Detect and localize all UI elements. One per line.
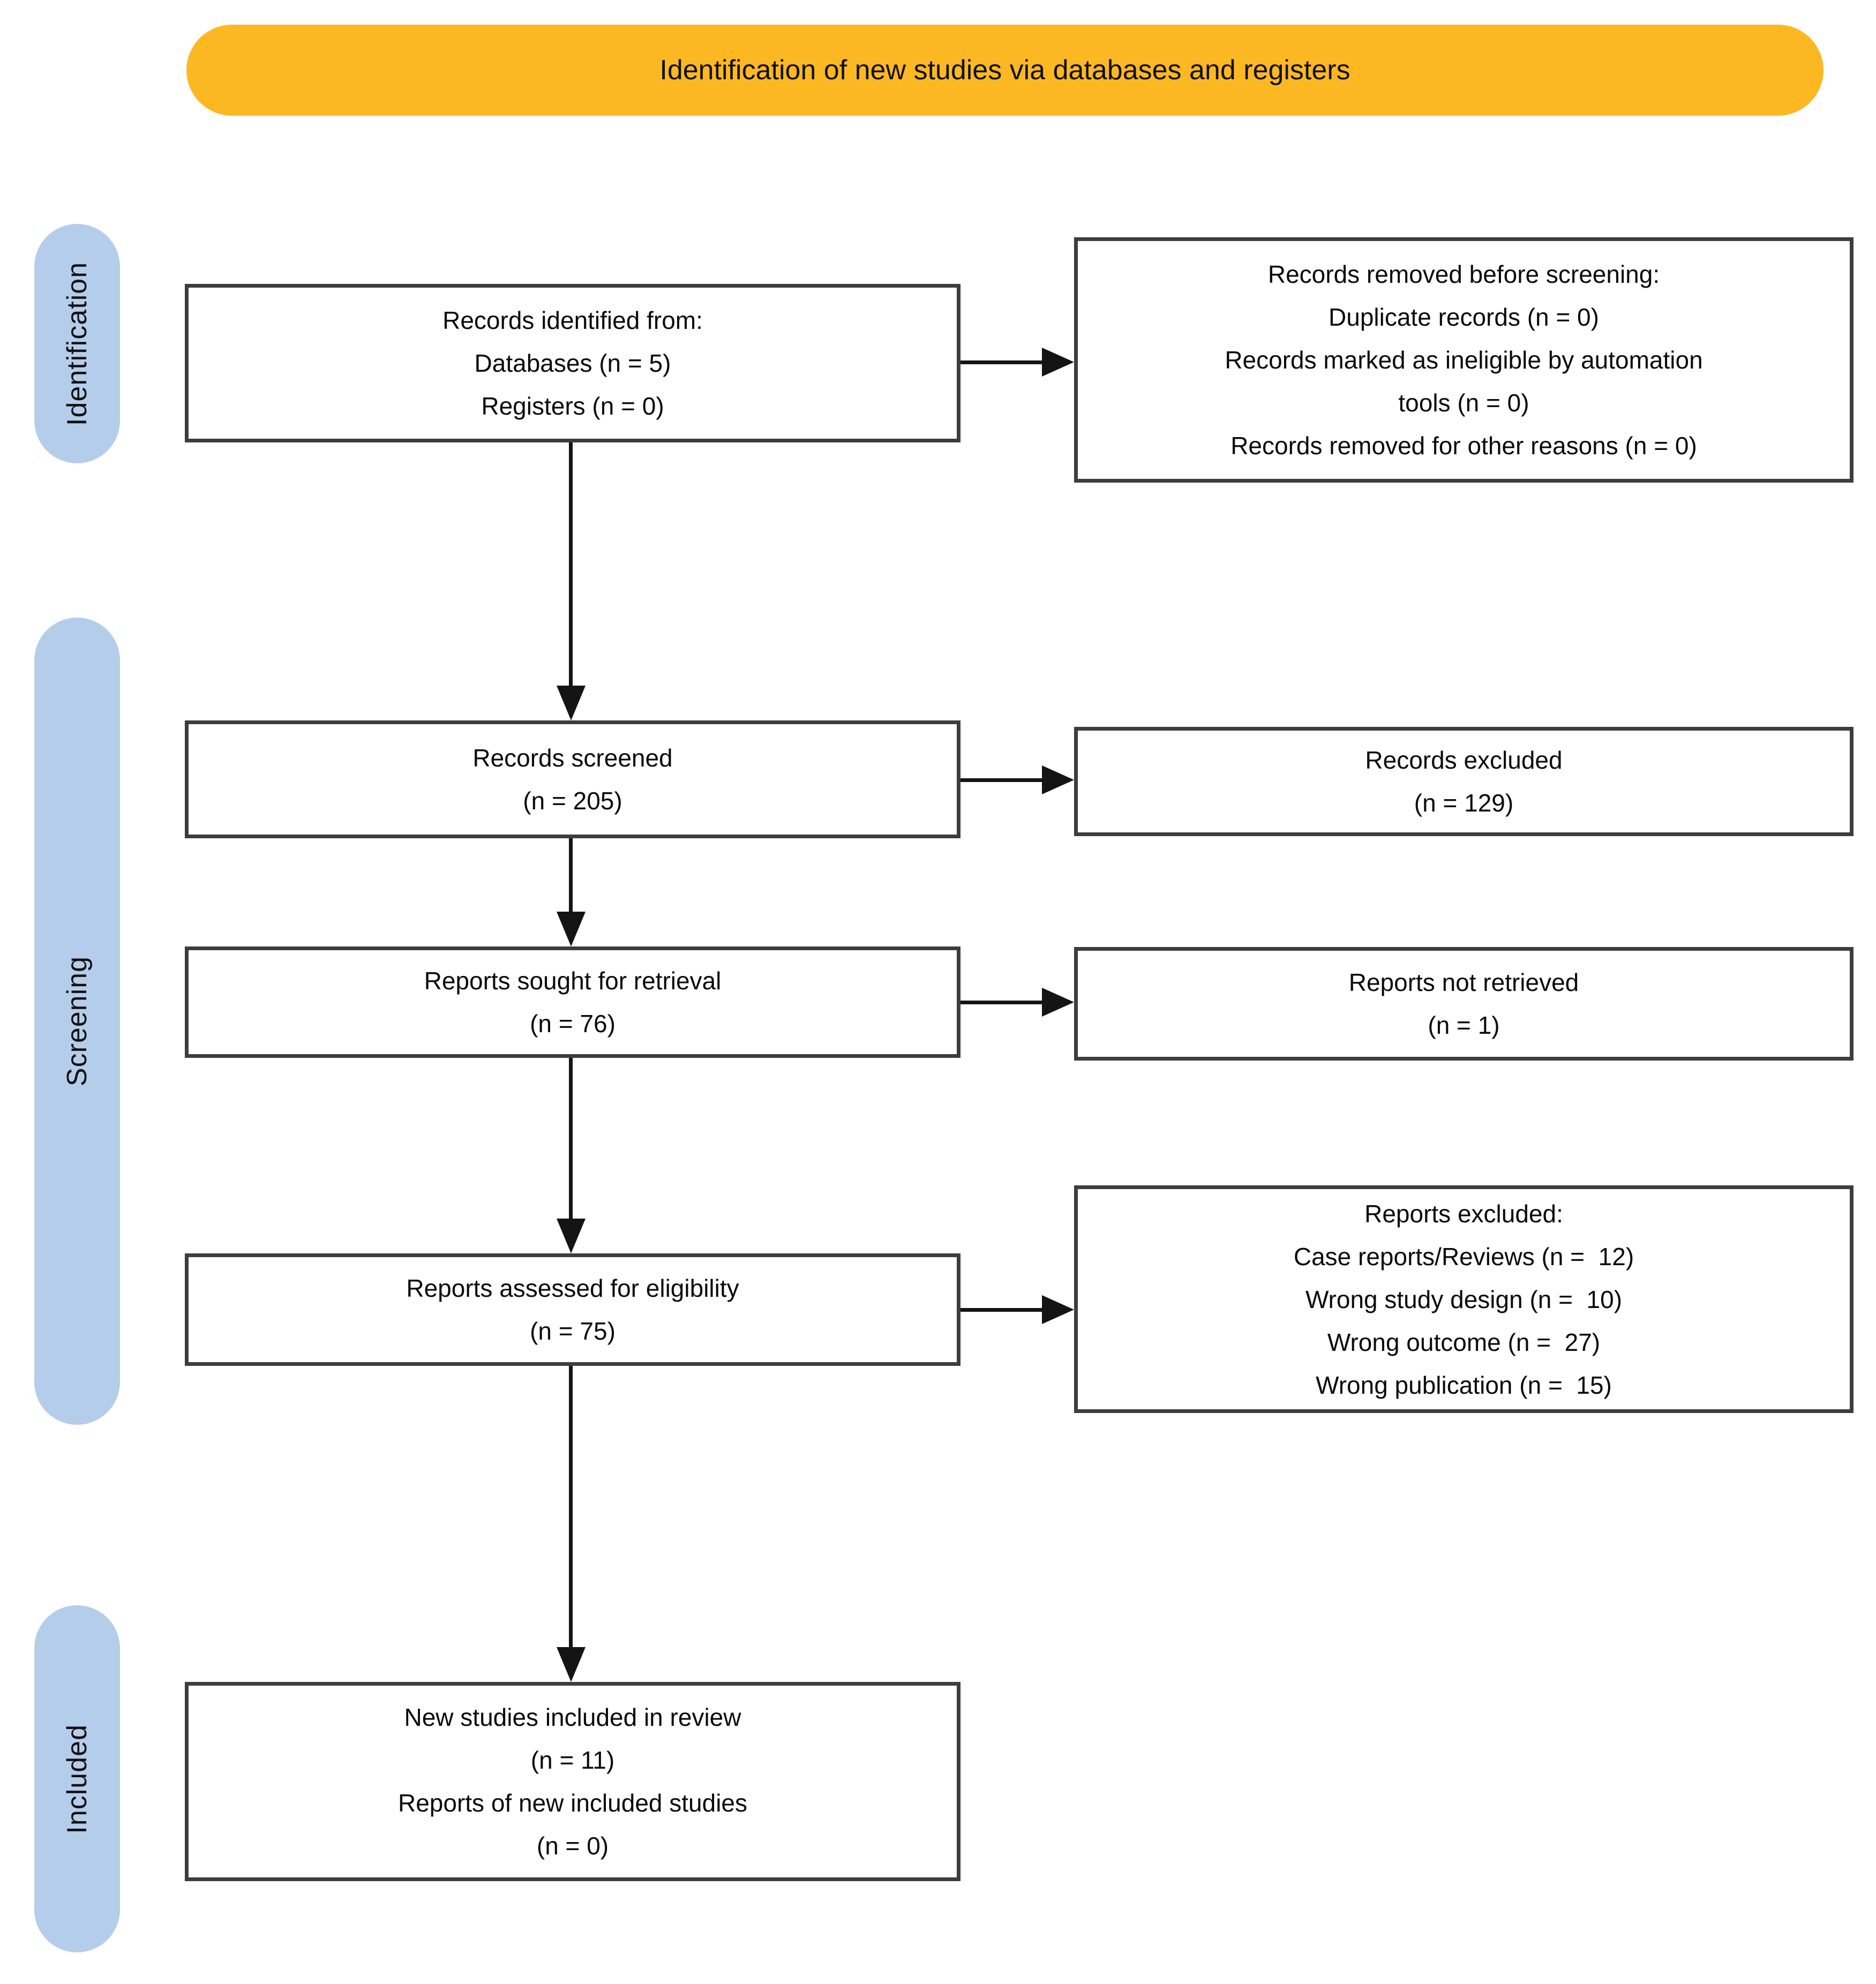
arrow-sought-to-assessed-head [557,1219,586,1253]
box-line: (n = 76) [530,1010,616,1038]
arrow-sought-to-not-retrieved-line [960,1001,1042,1004]
box-line: Records excluded [1365,746,1563,774]
box-line: Reports excluded: [1364,1199,1563,1228]
arrow-sought-to-assessed-line [569,1058,573,1219]
stage-label-identification: Identification [34,224,120,463]
box-line: Duplicate records (n = 0) [1329,303,1599,331]
box-line: (n = 11) [530,1746,615,1774]
box-reports-not-retrieved: Reports not retrieved (n = 1) [1074,947,1854,1061]
diagram-title: Identification of new studies via databa… [659,55,1350,86]
diagram-title-banner: Identification of new studies via databa… [186,25,1824,116]
arrow-identified-to-removed-line [960,360,1042,364]
box-line: Reports assessed for eligibility [406,1274,739,1302]
arrow-screened-to-sought-line [569,838,573,912]
box-line: Wrong publication (n = 15) [1316,1371,1612,1399]
box-line: New studies included in review [404,1703,741,1731]
box-new-studies-included: New studies included in review (n = 11) … [185,1682,960,1881]
arrow-identified-to-screened-line [569,442,573,686]
box-reports-excluded: Reports excluded: Case reports/Reviews (… [1074,1185,1854,1413]
box-line: Reports sought for retrieval [424,967,722,995]
box-line: (n = 129) [1414,789,1514,817]
box-line: Wrong outcome (n = 27) [1327,1328,1601,1356]
box-line: (n = 75) [530,1317,616,1345]
stage-label-text: Screening [62,956,93,1087]
stage-label-text: Included [62,1724,93,1834]
arrow-identified-to-screened-head [557,686,586,720]
arrow-screened-to-excluded-line [960,778,1042,782]
box-line: Records removed for other reasons (n = 0… [1230,432,1697,460]
arrow-screened-to-sought-head [557,912,586,946]
box-records-removed-before-screening: Records removed before screening: Duplic… [1074,237,1854,483]
box-line: (n = 0) [536,1832,609,1860]
box-line: Records marked as ineligible by automati… [1225,346,1703,374]
stage-label-included: Included [34,1605,120,1952]
box-line: Reports not retrieved [1348,968,1579,996]
box-line: Records identified from: [442,306,703,334]
box-line: Reports of new included studies [397,1789,748,1817]
box-line: (n = 205) [523,787,622,815]
box-line: Databases (n = 5) [474,349,671,377]
box-line: Case reports/Reviews (n = 12) [1293,1242,1634,1271]
arrow-screened-to-excluded-head [1042,765,1074,794]
box-records-screened: Records screened (n = 205) [185,720,960,838]
arrow-sought-to-not-retrieved-head [1042,988,1074,1017]
box-line: Registers (n = 0) [481,392,664,420]
box-line: Wrong study design (n = 10) [1305,1285,1623,1313]
box-line: Records screened [472,744,673,772]
box-reports-assessed-for-eligibility: Reports assessed for eligibility (n = 75… [185,1253,960,1366]
arrow-assessed-to-included-line [569,1366,573,1647]
arrow-assessed-to-reports-excluded-line [960,1308,1042,1312]
box-line: tools (n = 0) [1398,389,1529,417]
arrow-identified-to-removed-head [1042,348,1074,377]
box-records-excluded: Records excluded (n = 129) [1074,727,1854,836]
box-reports-sought-for-retrieval: Reports sought for retrieval (n = 76) [185,946,960,1058]
arrow-assessed-to-reports-excluded-head [1042,1295,1074,1324]
stage-label-screening: Screening [34,618,120,1425]
box-line: Records removed before screening: [1267,260,1660,288]
stage-label-text: Identification [62,261,93,426]
arrow-assessed-to-included-head [557,1647,586,1682]
box-line: (n = 1) [1428,1011,1500,1039]
box-records-identified: Records identified from: Databases (n = … [185,284,960,442]
